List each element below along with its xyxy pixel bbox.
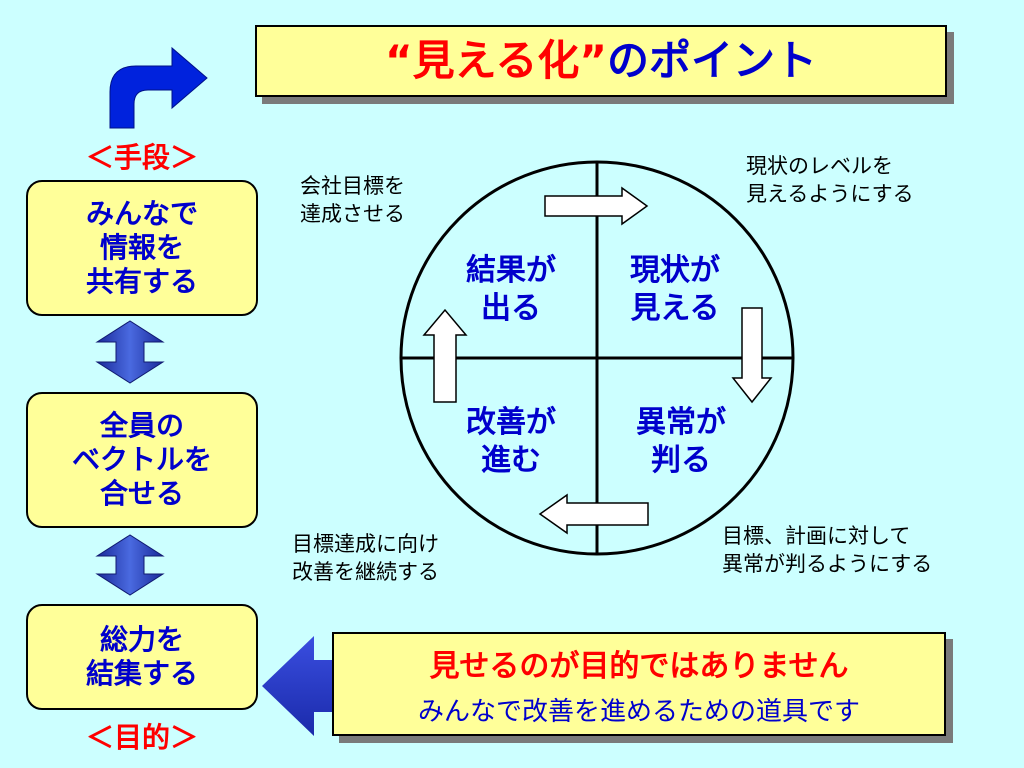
left-arrow-to-purpose [262,636,332,736]
note-line: 目標達成に向け [292,532,439,556]
quadrant-improvement: 改善が 進む [451,404,571,479]
conclusion-box: 見せるのが目的ではありません みんなで改善を進めるための道具です [332,632,946,736]
quadrant-line: 現状が [630,253,720,288]
page-title: “見える化”のポイント [385,40,817,82]
box-line: みんなで [85,196,198,230]
title-box: “見える化”のポイント [255,25,947,97]
double-arrow-1 [95,320,165,384]
means-label: ＜手段＞ [85,141,198,174]
box-line: 総力を [99,622,184,656]
title-main: 見える化 [412,36,580,85]
box-line: ベクトルを [71,442,212,476]
note-line: 見えるようにする [746,182,914,207]
curved-up-right-arrow [109,46,208,129]
note-top-left: 会社目標を 達成させる [300,172,405,229]
box-line: 情報を [99,230,184,264]
share-info-box: みんなで 情報を 共有する [26,180,258,316]
note-bottom-left: 目標達成に向け 改善を継続する [292,530,439,587]
box-line: 合せる [99,477,184,511]
align-vector-box: 全員の ベクトルを 合せる [26,392,258,528]
conclusion-sub: みんなで改善を進めるための道具です [417,696,860,727]
quadrant-line: 進む [481,442,541,478]
unite-strength-box: 総力を 結集する [26,604,258,710]
note-line: 改善を継続する [292,560,439,585]
quadrant-current-state: 現状が 見える [615,252,735,327]
quadrant-line: 見える [630,290,720,326]
cycle-arrow-down [731,307,773,404]
quadrant-line: 異常が [636,405,726,440]
quadrant-line: 結果が [466,253,556,288]
note-line: 会社目標を [300,174,405,198]
quadrant-abnormal: 異常が 判る [621,404,741,479]
note-line: 目標、計画に対して [722,524,911,548]
note-line: 現状のレベルを [746,154,893,178]
box-line: 結集する [85,657,198,690]
note-top-right: 現状のレベルを 見えるようにする [746,152,914,209]
note-bottom-right: 目標、計画に対して 異常が判るようにする [722,522,932,579]
purpose-label: ＜目的＞ [85,721,198,754]
cycle-arrow-right [544,186,649,226]
title-quote-open: “ [385,36,413,85]
box-line: 全員の [99,408,184,442]
note-line: 異常が判るようにする [722,552,933,577]
title-suffix: のポイント [606,36,817,85]
note-line: 達成させる [300,202,405,227]
cycle-arrow-up [422,308,468,403]
quadrant-results: 結果が 出る [451,252,571,327]
quadrant-line: 改善が [466,405,556,440]
double-arrow-2 [95,534,165,596]
conclusion-main: 見せるのが目的ではありません [429,648,849,684]
title-quote-close: ” [579,36,607,85]
box-line: 共有する [85,265,198,299]
cycle-arrow-left [538,493,649,535]
quadrant-line: 判る [651,442,711,478]
quadrant-line: 出る [481,290,541,326]
